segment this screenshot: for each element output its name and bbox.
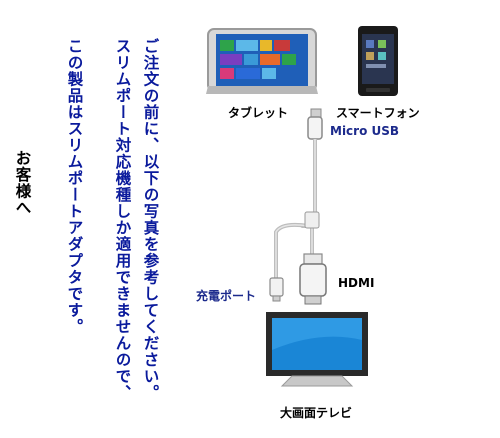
tablet-label: タブレット	[228, 106, 289, 120]
hdmi-label: HDMI	[338, 276, 375, 290]
micro-usb-plug-icon	[307, 108, 323, 140]
notice-line-2: スリムポート対応機種しか適用できませんので、	[113, 38, 132, 401]
micro-usb-label: Micro USB	[330, 124, 400, 138]
charging-port-plug-icon	[269, 277, 284, 302]
notice-line-1: ご注文の前に、以下の写真を参考してください。	[141, 38, 160, 401]
greeting-text: お客様へ	[13, 150, 32, 216]
tv-label: 大画面テレビ	[280, 406, 353, 420]
tv-icon	[266, 312, 368, 387]
tablet-icon	[206, 28, 318, 94]
charge-port-label: 充電ポート	[196, 289, 257, 303]
smartphone-label: スマートフォン	[336, 106, 420, 120]
hdmi-plug-icon	[299, 253, 327, 305]
smartphone-icon	[358, 26, 398, 96]
notice-line-3: この製品はスリムポートアダプタです。	[65, 38, 84, 335]
